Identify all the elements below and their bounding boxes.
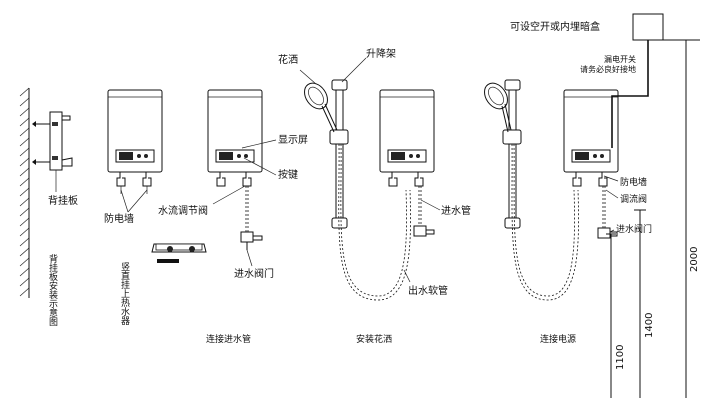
shower-set-2 xyxy=(484,79,579,301)
lift-bar-label: 升降架 xyxy=(366,47,396,60)
heater-unit-1 xyxy=(107,89,163,194)
socket-box xyxy=(632,13,664,41)
shower-head-label: 花洒 xyxy=(278,53,298,66)
power-cable xyxy=(611,40,649,148)
anti-wall-label-2: 防电墙 xyxy=(620,176,647,188)
inlet-hose-3 xyxy=(597,186,618,239)
heater-unit-4 xyxy=(563,89,619,187)
outlet-hose-label: 出水软管 xyxy=(408,284,448,297)
inlet-pipe-label: 进水管 xyxy=(441,204,471,217)
inlet-valve-label-2: 进水阀门 xyxy=(616,223,652,235)
vertical-hang-caption: 竖直挂上热水器 xyxy=(119,262,130,325)
inlet-hose-1 xyxy=(240,186,263,250)
regulating-valve-label: 调流阀 xyxy=(620,193,647,205)
dimension-1400: 1400 xyxy=(644,313,655,338)
flow-valve-label: 水流调节阀 xyxy=(158,204,208,217)
keys-label: 按键 xyxy=(278,168,298,181)
bracket-sketch xyxy=(151,243,207,263)
heater-unit-2 xyxy=(207,89,263,187)
dimension-2000: 2000 xyxy=(689,247,700,272)
caption-connect-power: 连接电源 xyxy=(540,333,576,345)
anti-wall-label-1: 防电墙 xyxy=(104,212,134,225)
leak-switch-label: 漏电开关 xyxy=(604,54,636,64)
bracket-caption: 背挂板安装示意图 xyxy=(47,253,58,327)
dimension-1100: 1100 xyxy=(615,345,626,370)
shower-set-1 xyxy=(304,79,411,301)
inlet-valve-label-1: 进水阀门 xyxy=(234,267,274,280)
ground-note-label: 请务必良好接地 xyxy=(580,64,636,74)
display-label: 显示屏 xyxy=(278,134,308,146)
caption-connect-inlet: 连接进水管 xyxy=(206,333,251,345)
caption-install-shower: 安装花洒 xyxy=(356,333,392,345)
socket-box-label: 可设空开或内埋暗盒 xyxy=(510,20,600,33)
bracket-panel xyxy=(19,87,73,298)
inlet-hose-2 xyxy=(413,186,435,237)
bracket-label: 背挂板 xyxy=(48,194,78,207)
dimension-lines xyxy=(606,39,700,398)
heater-unit-3 xyxy=(379,89,435,187)
